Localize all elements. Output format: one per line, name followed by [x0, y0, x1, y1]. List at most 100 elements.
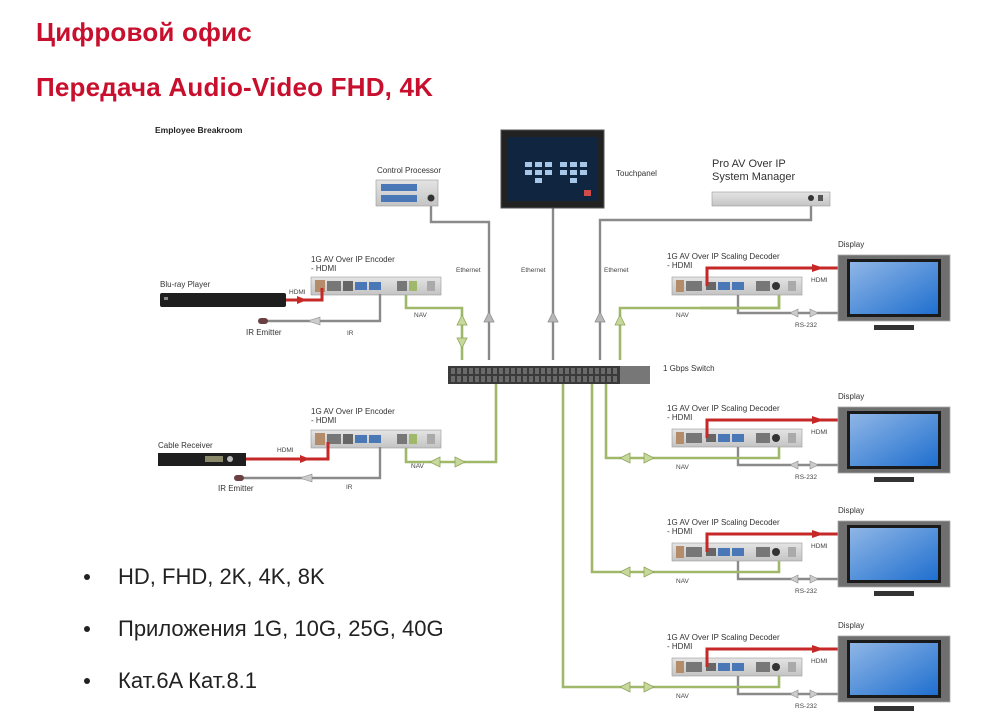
rs232-cable — [736, 447, 840, 467]
ir-label: IR — [347, 330, 354, 337]
encoder-device — [310, 429, 442, 449]
system-manager-label-2: System Manager — [712, 171, 795, 183]
switch-port — [583, 368, 587, 374]
control-processor-device — [375, 179, 439, 207]
switch-port — [529, 368, 533, 374]
switch-port — [493, 376, 497, 382]
touchpanel-label: Touchpanel — [616, 169, 657, 178]
ir-emitter-label: IR Emitter — [246, 328, 282, 337]
switch-port — [451, 368, 455, 374]
hdmi-label: HDMI — [811, 543, 828, 550]
hdmi-label: HDMI — [289, 289, 306, 296]
display-device — [837, 406, 951, 483]
switch-port — [535, 368, 539, 374]
display-label: Display — [838, 506, 864, 515]
switch-port — [583, 376, 587, 382]
rs232-label: RS-232 — [795, 322, 817, 329]
decoder-display-row: 1G AV Over IP Scaling Decoder- HDMIHDMIR… — [667, 506, 951, 597]
hdmi-cable — [246, 442, 330, 461]
ir-label: IR — [346, 484, 353, 491]
nav-label: NAV — [414, 312, 428, 319]
decoder-display-row: 1G AV Over IP Scaling Decoder- HDMI HDMI R… — [667, 240, 951, 331]
switch-port — [463, 376, 467, 382]
switch-port — [589, 376, 593, 382]
switch-label: 1 Gbps Switch — [663, 364, 715, 373]
control-processor-label: Control Processor — [377, 166, 441, 175]
nav-cables — [404, 295, 781, 689]
encoder-label: 1G AV Over IP Encoder — [311, 407, 395, 416]
switch-port — [595, 376, 599, 382]
hdmi-arrow — [812, 416, 824, 424]
rs232-cable — [736, 295, 840, 315]
decoder-display-row: 1G AV Over IP Scaling Decoder- HDMIHDMIR… — [667, 392, 951, 483]
decoder-display-row: 1G AV Over IP Scaling Decoder- HDMIHDMIR… — [667, 621, 951, 712]
cable-receiver-device — [158, 453, 246, 466]
ethernet-cables — [429, 198, 813, 360]
rs232-label: RS-232 — [795, 703, 817, 710]
switch-port — [451, 376, 455, 382]
switch-port — [475, 368, 479, 374]
switch-port — [529, 376, 533, 382]
cable-receiver-label: Cable Receiver — [158, 441, 213, 450]
display-label: Display — [838, 621, 864, 630]
ir-emitter-device — [258, 318, 268, 324]
decoder-device — [671, 657, 803, 677]
switch-port — [553, 368, 557, 374]
nav-label: NAV — [676, 312, 690, 319]
touchpanel-device — [500, 129, 605, 209]
ir-cable — [240, 447, 382, 480]
switch-port — [517, 376, 521, 382]
nav-label: NAV — [676, 578, 690, 585]
ethernet-label: Ethernet — [521, 267, 546, 274]
encoder-device — [310, 276, 442, 296]
decoder-device — [671, 276, 803, 296]
decoder-device — [671, 542, 803, 562]
switch-port — [469, 376, 473, 382]
switch-port — [505, 376, 509, 382]
hdmi-cable — [705, 532, 840, 552]
switch-port — [517, 368, 521, 374]
decoder-label-2: - HDMI — [667, 642, 692, 651]
switch-port — [565, 376, 569, 382]
hdmi-label: HDMI — [811, 277, 828, 284]
rs232-label: RS-232 — [795, 588, 817, 595]
encoder-label-2: - HDMI — [311, 416, 336, 425]
hdmi-label: HDMI — [811, 429, 828, 436]
decoder-label-2: - HDMI — [667, 261, 692, 270]
feature-item: HD, FHD, 2K, 4K, 8K — [84, 562, 444, 614]
bluray-device — [160, 293, 286, 307]
switch-port — [523, 376, 527, 382]
rs232-cable — [736, 676, 840, 696]
switch-port — [457, 368, 461, 374]
switch-port — [463, 368, 467, 374]
feature-list: HD, FHD, 2K, 4K, 8K Приложения 1G, 10G, … — [84, 562, 444, 718]
nav-cable — [700, 295, 781, 310]
ir-cable — [265, 294, 382, 323]
switch-port — [487, 368, 491, 374]
display-label: Display — [838, 392, 864, 401]
display-device — [837, 254, 951, 331]
display-label: Display — [838, 240, 864, 249]
switch-port — [559, 368, 563, 374]
switch-port — [499, 376, 503, 382]
decoder-label-2: - HDMI — [667, 413, 692, 422]
decoder-label: 1G AV Over IP Scaling Decoder — [667, 252, 780, 261]
hdmi-arrow — [300, 455, 310, 463]
switch-port — [565, 368, 569, 374]
switch-port — [559, 376, 563, 382]
hdmi-label: HDMI — [277, 447, 294, 454]
hdmi-arrow — [812, 530, 824, 538]
hdmi-cable — [705, 266, 840, 286]
display-device — [837, 520, 951, 597]
nav-cable — [670, 676, 781, 689]
bluray-label: Blu-ray Player — [160, 280, 211, 289]
switch-port — [511, 376, 515, 382]
switch-port — [601, 368, 605, 374]
nav-cable — [670, 447, 781, 460]
switch-port — [613, 376, 617, 382]
decoder-label: 1G AV Over IP Scaling Decoder — [667, 404, 780, 413]
encoder-label: 1G AV Over IP Encoder — [311, 255, 395, 264]
rs232-arrows — [789, 308, 819, 318]
switch-port — [505, 368, 509, 374]
feature-item: Кат.6A Кат.8.1 — [84, 666, 444, 718]
